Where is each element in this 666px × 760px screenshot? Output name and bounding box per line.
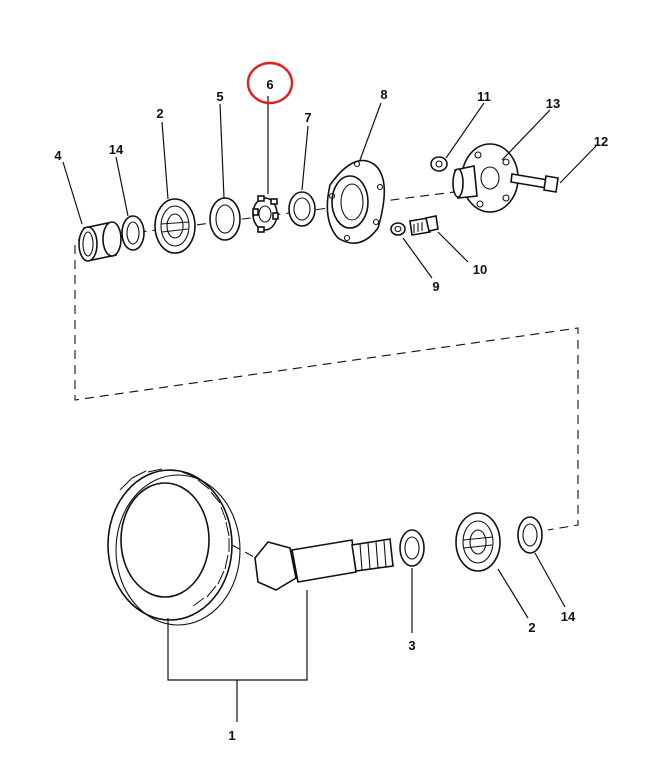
part-1-ring-gear	[107, 468, 241, 626]
part-3-washer	[399, 529, 425, 567]
callout-14-bottom: 14	[561, 609, 576, 624]
leader-lines	[62, 96, 597, 722]
callout-12: 12	[594, 134, 608, 149]
callout-7: 7	[304, 110, 311, 125]
callout-5: 5	[216, 89, 223, 104]
callout-1: 1	[228, 728, 235, 743]
part-14-ring-top	[121, 215, 145, 251]
callout-10: 10	[473, 262, 487, 277]
part-9-washer	[390, 222, 406, 236]
highlight-circle	[246, 61, 294, 105]
connection-frame	[74, 245, 579, 531]
callout-9: 9	[432, 279, 439, 294]
part-4-sleeve	[78, 221, 122, 262]
callout-4: 4	[54, 148, 62, 163]
callout-labels: 1 2 2 3 4 5 6 7 8 9 10 11 12 13 14 14	[54, 77, 608, 743]
callout-13: 13	[546, 96, 560, 111]
part-11-nut	[430, 156, 448, 172]
callout-6: 6	[266, 77, 273, 92]
part-14-ring-bottom	[517, 516, 543, 554]
part-10-bolt	[409, 215, 439, 236]
part-2-bearing-bottom	[455, 512, 501, 572]
callout-2-top: 2	[156, 106, 163, 121]
part-6-slotted-nut	[252, 195, 279, 233]
part-2-bearing-top	[154, 198, 196, 254]
part-1-pinion-shaft	[231, 538, 394, 591]
callout-14-top: 14	[109, 142, 124, 157]
callout-2-bottom: 2	[528, 620, 535, 635]
part-7-seal	[288, 191, 316, 227]
callout-3: 3	[408, 638, 415, 653]
part-5-washer	[209, 197, 241, 241]
callout-8: 8	[380, 87, 387, 102]
part-8-flange	[326, 159, 386, 244]
callout-11: 11	[477, 89, 491, 104]
part-12-bolt	[510, 173, 559, 193]
part-13-companion-flange	[452, 143, 519, 213]
